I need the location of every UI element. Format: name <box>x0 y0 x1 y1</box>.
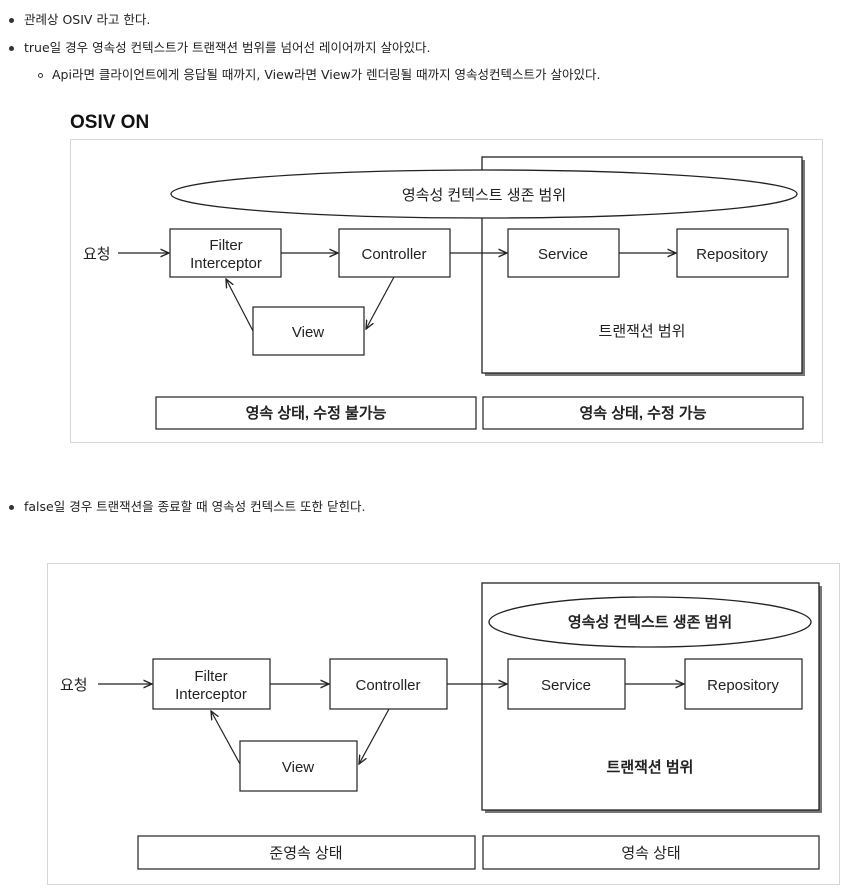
repository-label: Repository <box>696 246 768 263</box>
view-box <box>239 740 358 792</box>
bullet-true-case: true일 경우 영속성 컨텍스트가 트랜잭션 범위를 넘어선 레이어까지 살아… <box>24 40 431 55</box>
controller-to-view-arrow <box>366 276 395 329</box>
view-label: View <box>292 324 324 341</box>
state-right-label: 영속 상태, 수정 가능 <box>579 404 706 422</box>
osiv-off-diagram: 영속성 컨텍스트 생존 범위 요청 Filter Interceptor Con… <box>47 563 840 885</box>
persistence-context-label: 영속성 컨텍스트 생존 범위 <box>402 187 566 204</box>
repository-label: Repository <box>707 677 779 694</box>
bullet-false-case: false일 경우 트랜잭션을 종료할 때 영속성 컨텍스트 또한 닫힌다. <box>24 499 366 514</box>
bullet-dot <box>9 505 14 510</box>
state-right-label: 영속 상태 <box>621 845 680 862</box>
filter-interceptor-box <box>152 658 271 710</box>
transaction-scope-label: 트랜잭션 범위 <box>607 759 694 776</box>
filter-interceptor-box <box>169 228 282 278</box>
repository-box <box>684 658 803 710</box>
state-bar-right <box>482 396 804 430</box>
osiv-on-diagram: 영속성 컨텍스트 생존 범위 요청 Filter Interceptor Con… <box>70 139 823 443</box>
sub-bullet-api-view: Api라면 클라이언트에게 응답될 때까지, View라면 View가 렌더링될… <box>52 67 601 82</box>
diagram-title-osiv-on: OSIV ON <box>70 112 150 133</box>
service-label: Service <box>538 246 588 263</box>
controller-to-view-arrow <box>359 708 390 764</box>
controller-label: Controller <box>355 677 420 694</box>
persistence-context-ellipse <box>170 169 798 219</box>
transaction-scope-label: 트랜잭션 범위 <box>599 323 686 340</box>
state-left-label: 준영속 상태 <box>269 845 342 862</box>
persistence-context-label: 영속성 컨텍스트 생존 범위 <box>568 613 732 631</box>
view-to-filter-arrow <box>211 711 241 765</box>
interceptor-label: Interceptor <box>175 686 247 703</box>
bullet-dot <box>9 46 14 51</box>
bullet-osiv-convention: 관례상 OSIV 라고 한다. <box>24 12 151 27</box>
state-bar-left <box>155 396 477 430</box>
request-label: 요청 <box>60 677 88 694</box>
bullet-dot <box>9 18 14 23</box>
state-left-label: 영속 상태, 수정 불가능 <box>246 404 387 422</box>
state-bar-left <box>137 835 476 870</box>
sub-bullet-circle <box>38 73 43 78</box>
repository-box <box>676 228 789 278</box>
filter-label: Filter <box>209 237 242 254</box>
state-bar-right <box>482 835 820 870</box>
view-label: View <box>282 759 314 776</box>
controller-label: Controller <box>361 246 426 263</box>
filter-label: Filter <box>194 668 227 685</box>
service-box <box>507 228 620 278</box>
persistence-context-ellipse <box>488 596 812 648</box>
interceptor-label: Interceptor <box>190 255 262 272</box>
request-label: 요청 <box>83 246 111 263</box>
view-to-filter-arrow <box>226 279 254 332</box>
service-label: Service <box>541 677 591 694</box>
